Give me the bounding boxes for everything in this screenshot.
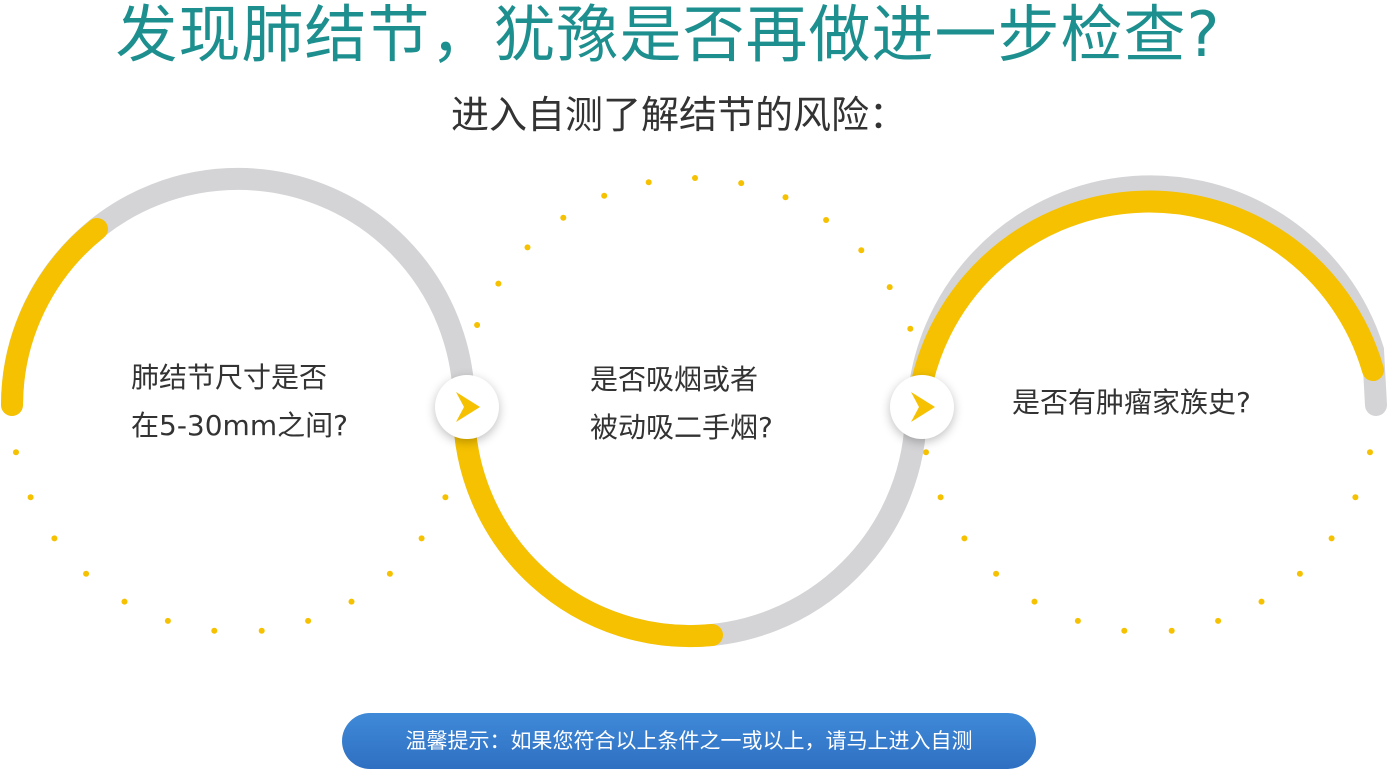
- dot: [907, 325, 914, 332]
- dot: [348, 598, 355, 605]
- dot: [1031, 598, 1038, 605]
- dot: [1168, 627, 1175, 634]
- dot: [121, 598, 128, 605]
- dot: [1328, 535, 1335, 542]
- question-2: 是否吸烟或者 被动吸二手烟?: [590, 356, 773, 452]
- dotted-arcs: [13, 175, 1373, 634]
- dot: [993, 570, 1000, 577]
- dot: [1352, 494, 1359, 501]
- dot: [782, 194, 789, 201]
- question-3: 是否有肿瘤家族史?: [1012, 379, 1251, 427]
- dot: [858, 247, 865, 254]
- dot: [13, 449, 19, 456]
- question-1-line-1: 肺结节尺寸是否: [131, 361, 328, 394]
- tip-button[interactable]: 温馨提示：如果您符合以上条件之一或以上，请马上进入自测: [342, 713, 1036, 769]
- dot: [738, 180, 745, 187]
- dot: [418, 535, 425, 542]
- question-1: 肺结节尺寸是否 在5-30mm之间?: [131, 354, 348, 450]
- dot: [1367, 449, 1373, 456]
- next-button-1[interactable]: [435, 375, 499, 439]
- dot: [1074, 617, 1081, 624]
- dot: [386, 570, 393, 577]
- dot: [560, 214, 567, 221]
- dot: [886, 284, 893, 291]
- dot: [164, 617, 171, 624]
- dot: [524, 244, 531, 251]
- dot: [645, 179, 652, 186]
- page-title: 发现肺结节，犹豫是否再做进一步检查?: [115, 0, 1221, 71]
- question-3-line-1: 是否有肿瘤家族史?: [1012, 386, 1251, 419]
- dot: [211, 627, 218, 634]
- ring-2: [453, 399, 927, 648]
- dot: [692, 175, 698, 181]
- dot: [937, 494, 944, 501]
- dot: [495, 280, 502, 287]
- chevron-right-icon: [911, 392, 935, 422]
- dot: [1215, 617, 1222, 624]
- dot: [258, 627, 265, 634]
- dot: [442, 494, 449, 501]
- dot: [601, 192, 608, 199]
- dot: [83, 570, 90, 577]
- dot: [27, 494, 34, 501]
- page-subtitle: 进入自测了解结节的风险：: [450, 93, 907, 137]
- question-1-line-2: 在5-30mm之间?: [131, 409, 348, 442]
- chevron-right-icon: [456, 392, 480, 422]
- dot: [305, 617, 312, 624]
- dot: [474, 322, 481, 328]
- ring-graphic: [1, 168, 1387, 648]
- dot: [1258, 598, 1265, 605]
- dot: [961, 535, 968, 542]
- ring-1: [1, 168, 475, 416]
- dot: [1121, 627, 1128, 634]
- next-button-2[interactable]: [890, 375, 954, 439]
- dot: [51, 535, 58, 542]
- ring-3: [907, 175, 1387, 416]
- dot: [923, 449, 929, 456]
- dot: [823, 217, 830, 223]
- question-2-line-2: 被动吸二手烟?: [590, 411, 773, 444]
- dot: [1296, 570, 1303, 577]
- question-2-line-1: 是否吸烟或者: [590, 363, 759, 396]
